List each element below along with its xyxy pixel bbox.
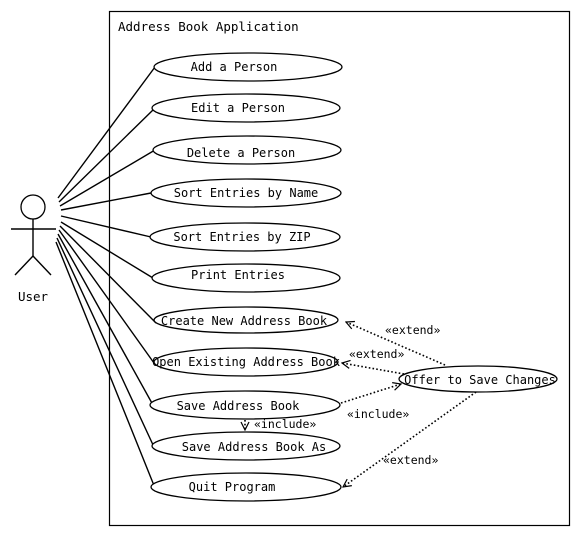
system-title: Address Book Application [118,19,299,34]
use-case-save-address-book-as[interactable]: Save Address Book As [151,431,341,461]
use-case-save-address-book[interactable]: Save Address Book [149,390,341,420]
assoc-open-existing [58,229,155,364]
use-case-add-person-label: Add a Person [191,60,278,74]
extend-create-label: «extend» [385,323,440,337]
actor-label: User [18,289,49,304]
system-boundary [108,10,571,527]
associations [55,66,157,489]
use-case-sort-by-zip-label: Sort Entries by ZIP [173,230,310,244]
use-case-edit-person[interactable]: Edit a Person [151,93,341,123]
use-case-quit-program-shape [150,472,342,502]
actor-user: User [11,194,56,304]
use-case-sort-by-zip[interactable]: Sort Entries by ZIP [149,222,341,252]
assoc-print [60,221,154,279]
assoc-sort-name [60,192,152,211]
assoc-sort-zip [60,215,152,238]
use-case-save-address-book-label: Save Address Book [177,399,301,413]
use-case-save-address-book-as-shape [151,431,341,461]
use-case-print-entries-label: Print Entries [191,268,285,282]
use-case-edit-person-label: Edit a Person [191,101,285,115]
assoc-save-as [56,237,155,448]
use-case-save-address-book-as-label: Save Address Book As [182,440,327,454]
extend-open-label: «extend» [349,347,404,361]
use-case-print-entries-shape [151,263,341,293]
use-case-offer-to-save-changes[interactable]: Offer to Save Changes [398,365,558,393]
use-case-open-existing-address-book[interactable]: Open Existing Address Book [152,347,341,377]
extend-quit-line [343,391,477,487]
actor-right-leg [32,255,52,276]
relationship-labels: «extend» «extend» «include» «include» «e… [254,323,440,467]
assoc-create-new [59,225,157,324]
use-case-save-address-book-shape [149,390,341,420]
dependencies [245,322,477,487]
actor-head [20,194,46,220]
use-case-open-existing-address-book-label: Open Existing Address Book [152,355,341,369]
use-case-offer-to-save-changes-shape [398,365,558,393]
use-case-create-new-address-book[interactable]: Create New Address Book [153,306,339,334]
extend-quit-label: «extend» [383,453,438,467]
use-case-add-person[interactable]: Add a Person [153,52,343,82]
assoc-save [57,233,154,406]
use-case-sort-by-zip-shape [149,222,341,252]
use-cases: Add a Person Edit a Person Delete a Pers… [149,52,558,502]
assoc-quit [55,241,156,489]
use-case-open-existing-address-book-shape [153,347,339,377]
use-case-delete-person-shape [152,135,342,165]
include-save-label: «include» [347,407,409,421]
assoc-delete-person [59,149,156,207]
use-case-sort-by-name-label: Sort Entries by Name [174,186,319,200]
use-case-create-new-address-book-shape [153,306,339,334]
use-case-create-new-address-book-label: Create New Address Book [161,314,328,328]
extend-open-line [342,363,405,375]
assoc-edit-person [58,107,156,203]
use-case-delete-person[interactable]: Delete a Person [152,135,342,165]
include-save-as-label: «include» [254,417,316,431]
use-case-sort-by-name-shape [150,178,342,208]
include-save-line [340,384,401,404]
actor-left-leg [14,255,34,276]
use-case-add-person-shape [153,52,343,82]
extend-create-line [346,322,446,366]
use-case-offer-to-save-changes-label: Offer to Save Changes [404,373,556,387]
use-case-quit-program[interactable]: Quit Program [150,472,342,502]
assoc-add-person [57,66,156,199]
use-case-quit-program-label: Quit Program [189,480,276,494]
use-case-edit-person-shape [151,93,341,123]
use-case-print-entries[interactable]: Print Entries [151,263,341,293]
use-case-delete-person-label: Delete a Person [187,146,295,160]
use-case-sort-by-name[interactable]: Sort Entries by Name [150,178,342,208]
